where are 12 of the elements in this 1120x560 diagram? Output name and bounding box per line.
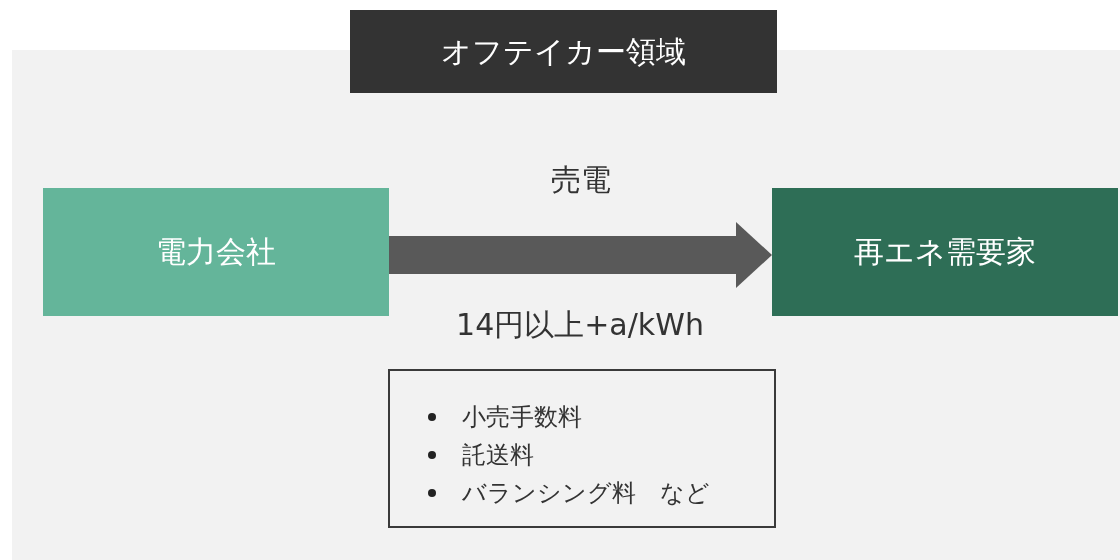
list-item: 託送料 [462, 440, 534, 471]
edge-label: 売電 [549, 161, 612, 199]
list-item: 小売手数料 [462, 402, 582, 433]
company-box [43, 188, 389, 316]
arrow [389, 222, 772, 288]
cost-list-box [388, 369, 776, 528]
list-item: バランシング料 など [462, 478, 710, 509]
region-title: オフテイカー領域 [350, 10, 777, 93]
box-label: 再エネ需要家 [854, 232, 1036, 271]
customer-box [772, 188, 1118, 316]
price-label: 14円以上+a/kWh [455, 306, 705, 344]
box-label: 電力会社 [156, 232, 276, 271]
